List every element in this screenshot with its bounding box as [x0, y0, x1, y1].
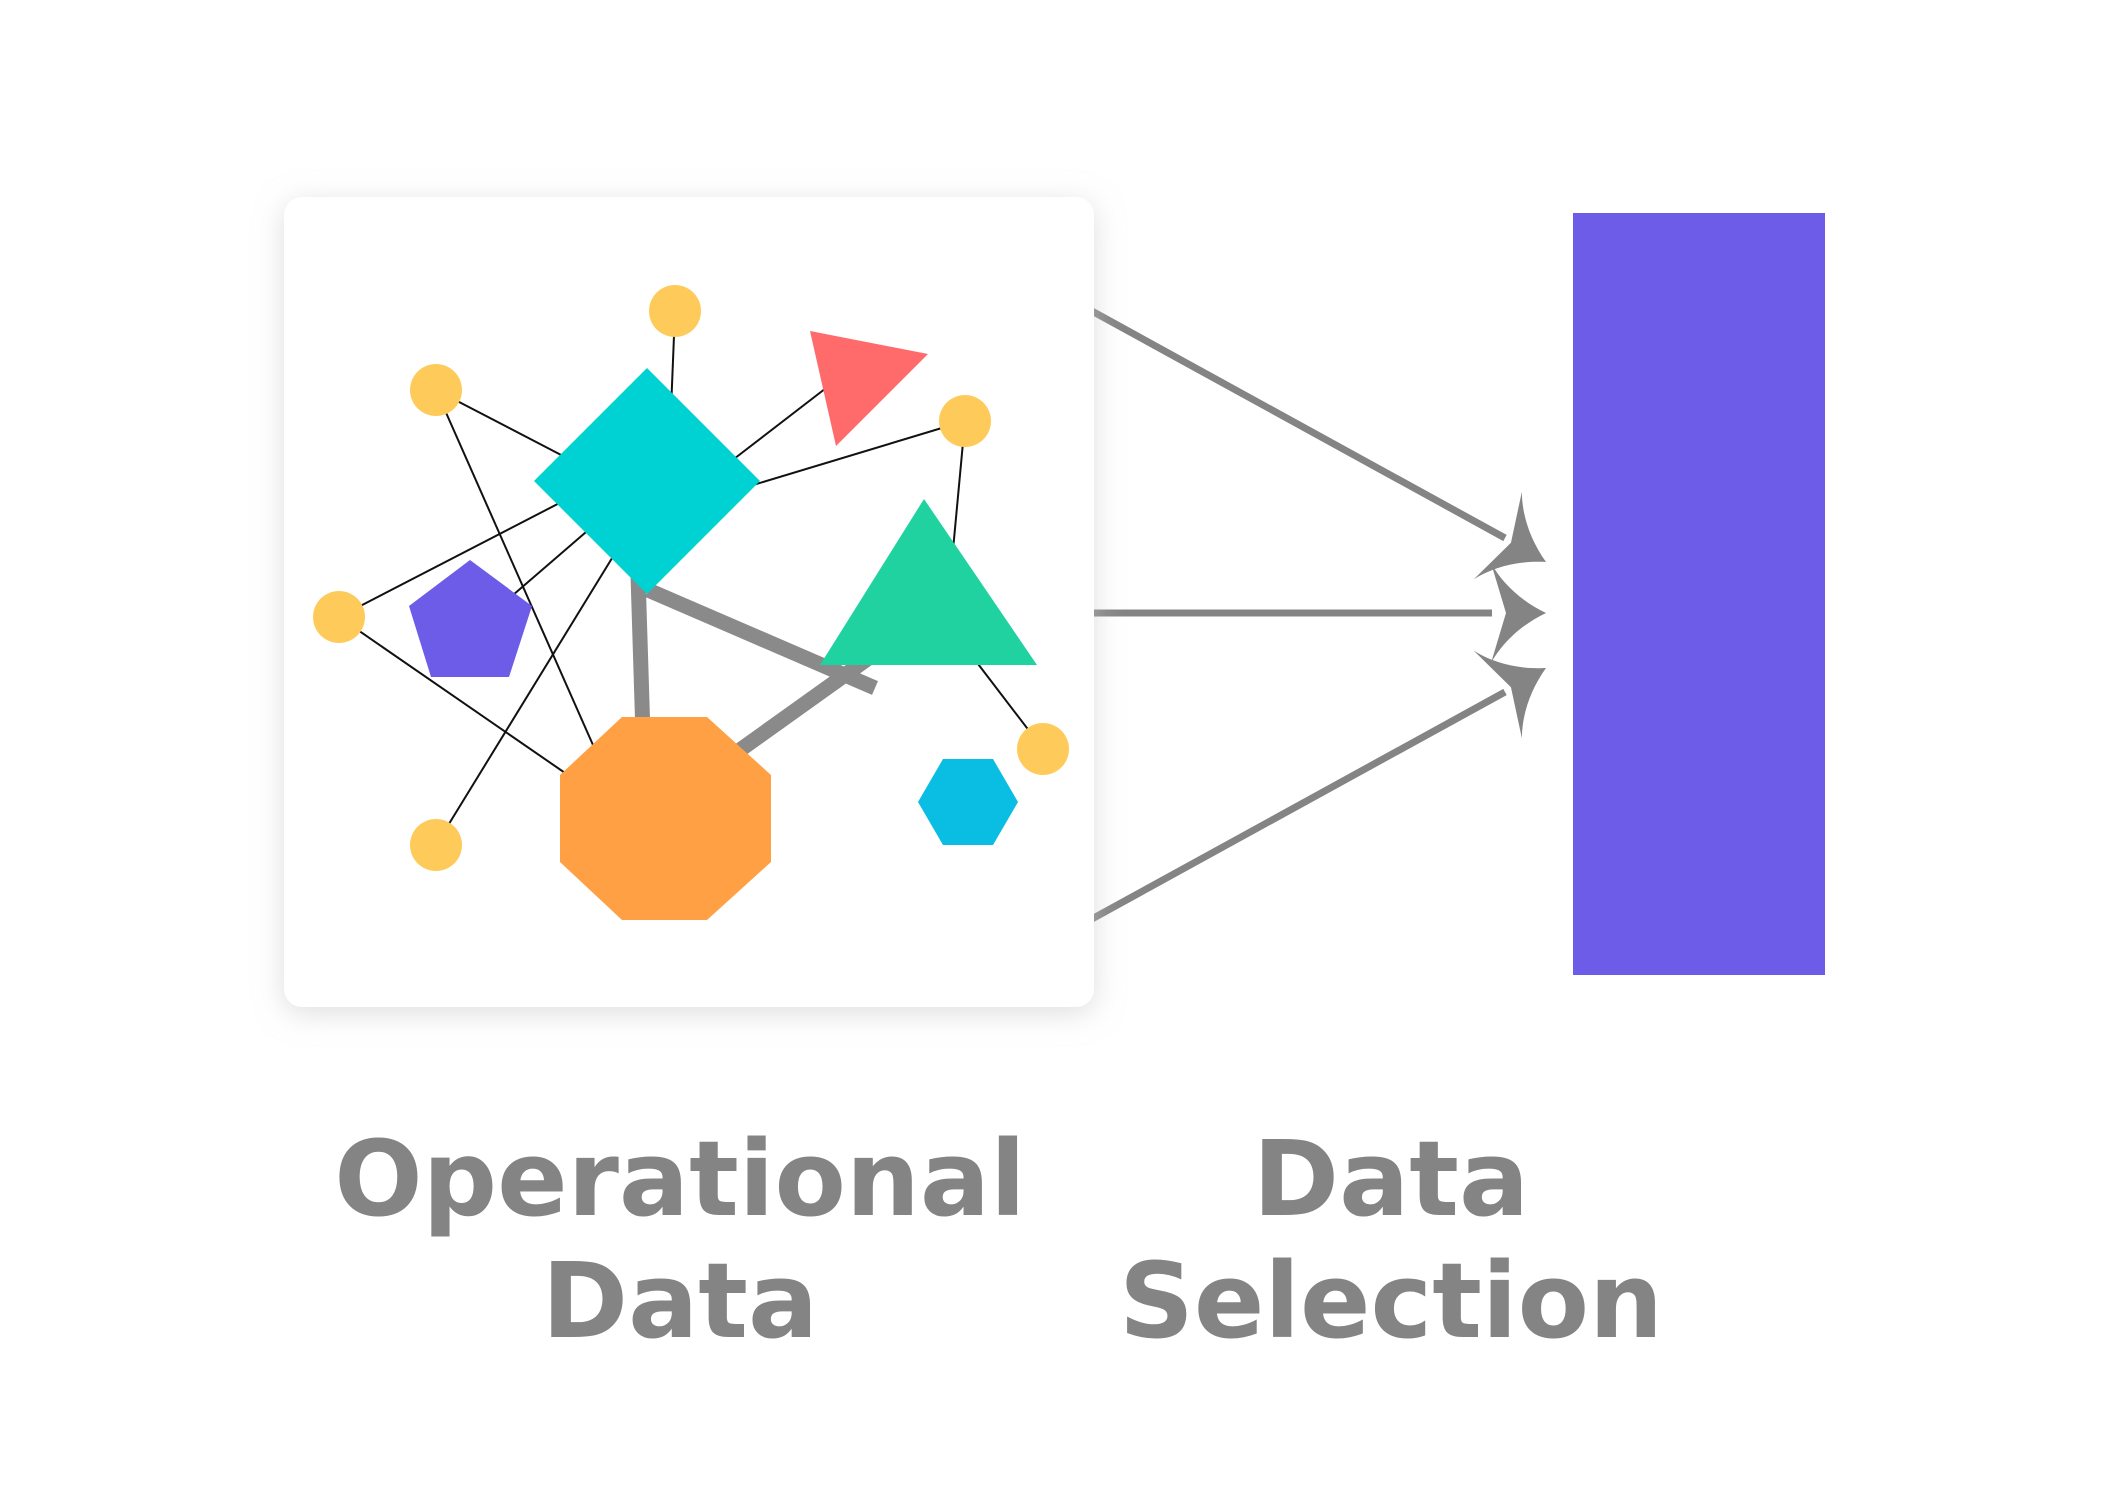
- arrow-upper-head-icon: [1473, 491, 1546, 580]
- network-graph: [313, 285, 1069, 920]
- circle-node-icon: [313, 591, 365, 643]
- circle-node-icon: [410, 819, 462, 871]
- caption-line: Operational: [334, 1118, 1026, 1240]
- thick-edge: [630, 574, 651, 736]
- edge: [338, 616, 569, 776]
- pentagon-icon: [409, 560, 532, 677]
- edge: [338, 494, 576, 618]
- circle-node-icon: [410, 364, 462, 416]
- arrow-upper-line: [1088, 306, 1507, 542]
- edge: [729, 384, 831, 463]
- caption-line: Selection: [1118, 1240, 1664, 1362]
- hexagon-icon: [918, 759, 1018, 845]
- caption-line: Data: [541, 1240, 819, 1362]
- circle-nodes: [313, 285, 1069, 871]
- edge: [719, 420, 966, 496]
- edge: [512, 525, 594, 596]
- edge: [435, 389, 594, 746]
- diamond-shape-icon: [534, 368, 760, 594]
- operational-data-caption: Operational Data: [330, 1118, 1030, 1362]
- circle-node-icon: [649, 285, 701, 337]
- circle-node-icon: [939, 395, 991, 447]
- arrows-group: [1088, 306, 1546, 924]
- data-selection-caption: Data Selection: [1041, 1118, 1741, 1362]
- arrow-lower-line: [1088, 688, 1507, 924]
- green-triangle-icon: [820, 499, 1037, 665]
- arrow-middle-head-icon: [1491, 563, 1546, 663]
- data-selection-block: [1573, 213, 1825, 975]
- circle-node-icon: [1017, 723, 1069, 775]
- octagon-icon: [560, 717, 771, 920]
- edge: [435, 536, 626, 846]
- caption-line: Data: [1252, 1118, 1530, 1240]
- arrow-lower-head-icon: [1473, 650, 1546, 739]
- red-triangle-icon: [810, 331, 928, 446]
